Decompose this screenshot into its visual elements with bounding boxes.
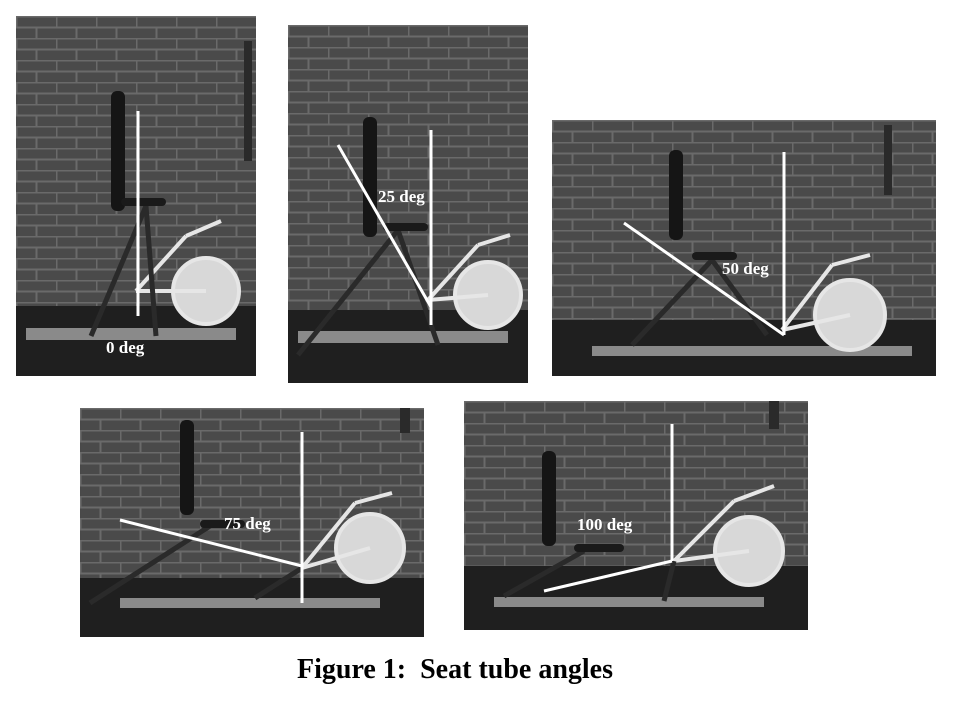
bike-photo-25-deg-image: 25 deg	[288, 25, 528, 383]
seat-tube-angle-line	[336, 144, 433, 308]
figure-caption: Figure 1: Seat tube angles	[296, 654, 614, 685]
seat-tube-angle-line	[623, 221, 785, 337]
seat-tube-angle-line	[119, 518, 303, 568]
angle-label: 0 deg	[106, 338, 145, 357]
bike-photo-100-deg: 100 deg	[464, 401, 808, 630]
angle-label: 75 deg	[224, 514, 271, 533]
angle-label: 50 deg	[722, 259, 769, 278]
angle-label: 100 deg	[577, 515, 633, 534]
bike-photo-75-deg-image: 75 deg	[80, 408, 424, 637]
bike-photo-75-deg: 75 deg	[80, 408, 424, 637]
bike-photo-0-deg-image: 0 deg	[16, 16, 256, 376]
seat-tube-angle-line	[543, 559, 673, 593]
bike-photo-25-deg: 25 deg	[288, 25, 528, 383]
angle-label: 25 deg	[378, 187, 425, 206]
bike-photo-50-deg: 50 deg	[552, 120, 936, 376]
bike-photo-50-deg-image: 50 deg	[552, 120, 936, 376]
bike-photo-100-deg-image: 100 deg	[464, 401, 808, 630]
bike-photo-0-deg: 0 deg	[16, 16, 256, 376]
